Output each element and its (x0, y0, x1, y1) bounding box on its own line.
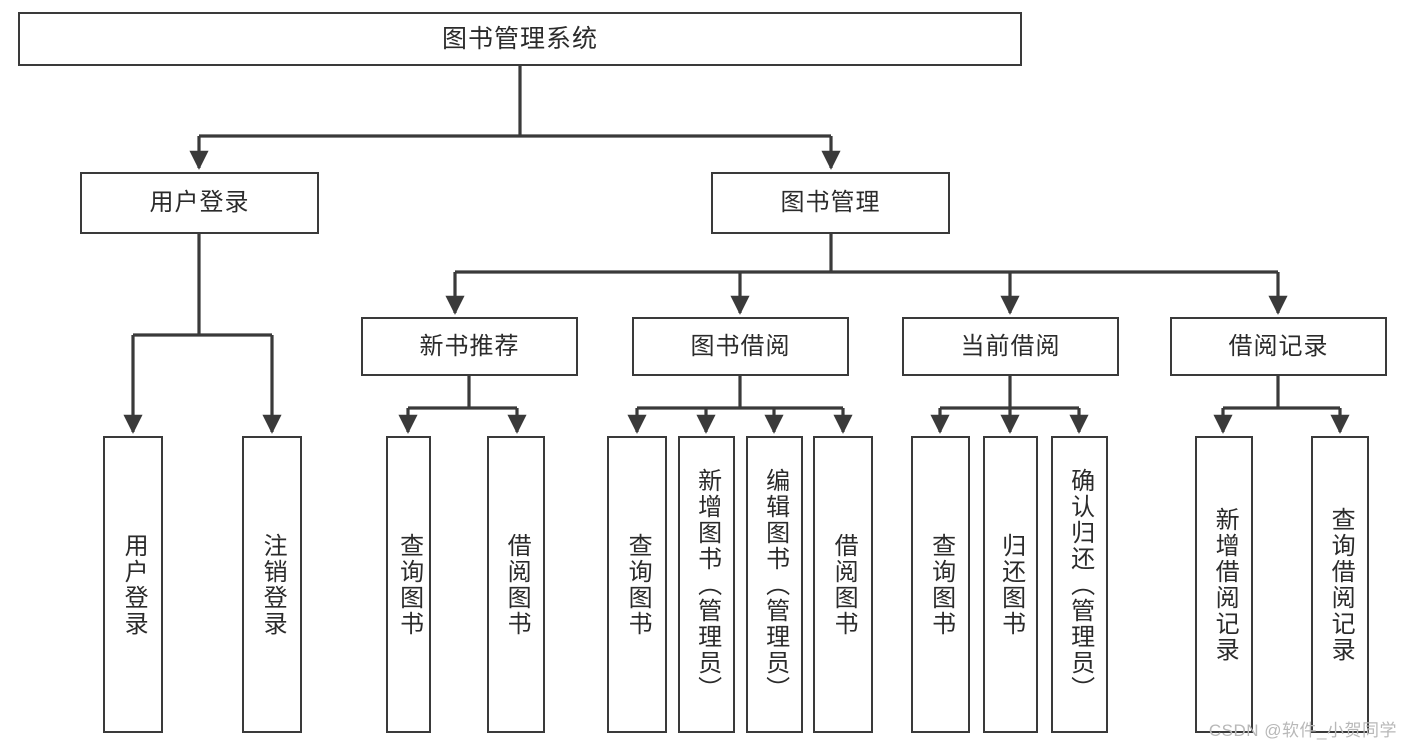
node-leaf-return-book[interactable]: 归还图书 (983, 436, 1038, 733)
node-leaf-confirm-return[interactable]: 确认归还（管理员） (1051, 436, 1108, 733)
node-new-book-recommend[interactable]: 新书推荐 (361, 317, 578, 376)
node-leaf-query-book-recommend[interactable]: 查询图书 (386, 436, 431, 733)
node-leaf-query-borrow-record[interactable]: 查询借阅记录 (1311, 436, 1369, 733)
node-leaf-query-book-borrow[interactable]: 查询图书 (607, 436, 667, 733)
node-leaf-add-book[interactable]: 新增图书（管理员） (678, 436, 735, 733)
node-leaf-user-login[interactable]: 用户登录 (103, 436, 163, 733)
node-book-borrow[interactable]: 图书借阅 (632, 317, 849, 376)
node-leaf-borrow-book-recommend[interactable]: 借阅图书 (487, 436, 545, 733)
node-book-manage[interactable]: 图书管理 (711, 172, 950, 234)
node-leaf-borrow-book-borrow[interactable]: 借阅图书 (813, 436, 873, 733)
node-root-system[interactable]: 图书管理系统 (18, 12, 1022, 66)
watermark-text: CSDN @软件_小贺同学 (1208, 721, 1397, 740)
node-leaf-edit-book[interactable]: 编辑图书（管理员） (746, 436, 803, 733)
node-borrow-record[interactable]: 借阅记录 (1170, 317, 1387, 376)
node-current-borrow[interactable]: 当前借阅 (902, 317, 1119, 376)
node-leaf-query-book-current[interactable]: 查询图书 (911, 436, 970, 733)
node-leaf-user-logout[interactable]: 注销登录 (242, 436, 302, 733)
node-user-login[interactable]: 用户登录 (80, 172, 319, 234)
node-leaf-add-borrow-record[interactable]: 新增借阅记录 (1195, 436, 1253, 733)
